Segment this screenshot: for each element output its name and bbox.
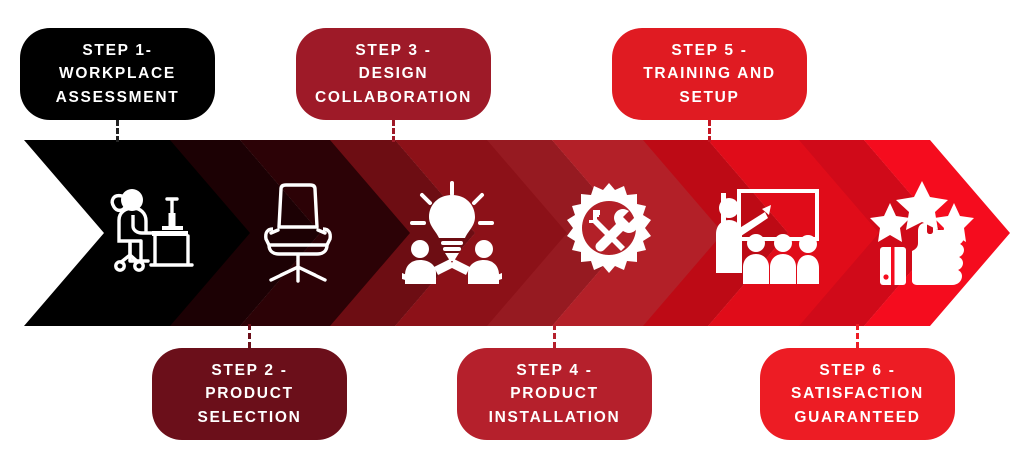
arrow-band bbox=[0, 140, 1024, 326]
step-badge-5-line-3: SETUP bbox=[679, 88, 740, 106]
connector-2 bbox=[248, 324, 254, 348]
connector-6 bbox=[856, 324, 862, 348]
step-badge-3[interactable]: STEP 3 - DESIGN COLLABORATION bbox=[296, 28, 491, 120]
step-badge-5-line-2: TRAINING AND bbox=[643, 65, 776, 83]
step-badge-6-line-3: GUARANTEED bbox=[794, 408, 921, 426]
step-badge-6-line-1: STEP 6 - bbox=[819, 361, 896, 379]
step-badge-5[interactable]: STEP 5 - TRAINING AND SETUP bbox=[612, 28, 807, 120]
step-badge-3-line-1: STEP 3 - bbox=[355, 41, 432, 59]
step-badge-4-line-2: PRODUCT bbox=[510, 385, 599, 403]
step-badge-2[interactable]: STEP 2 - PRODUCT SELECTION bbox=[152, 348, 347, 440]
step-badge-2-line-1: STEP 2 - bbox=[211, 361, 288, 379]
connector-1 bbox=[116, 120, 122, 142]
step-badge-4-line-1: STEP 4 - bbox=[516, 361, 593, 379]
step-badge-1-line-3: ASSESSMENT bbox=[55, 88, 180, 106]
step-badge-6[interactable]: STEP 6 - SATISFACTION GUARANTEED bbox=[760, 348, 955, 440]
step-badge-6-line-2: SATISFACTION bbox=[791, 385, 924, 403]
connector-4 bbox=[553, 324, 559, 348]
step-badge-1-line-2: WORKPLACE bbox=[59, 65, 176, 83]
step-badge-3-line-2: DESIGN bbox=[358, 65, 429, 83]
step-badge-1-line-1: STEP 1- bbox=[82, 41, 153, 59]
step-badge-4[interactable]: STEP 4 - PRODUCT INSTALLATION bbox=[457, 348, 652, 440]
connector-5 bbox=[708, 120, 714, 142]
step-badge-3-line-3: COLLABORATION bbox=[315, 88, 472, 106]
step-badge-2-line-2: PRODUCT bbox=[205, 385, 294, 403]
step-badge-1[interactable]: STEP 1- WORKPLACE ASSESSMENT bbox=[20, 28, 215, 120]
step-badge-2-line-3: SELECTION bbox=[197, 408, 302, 426]
connector-3 bbox=[392, 120, 398, 142]
step-badge-5-line-1: STEP 5 - bbox=[671, 41, 748, 59]
step-badge-4-line-3: INSTALLATION bbox=[488, 408, 621, 426]
